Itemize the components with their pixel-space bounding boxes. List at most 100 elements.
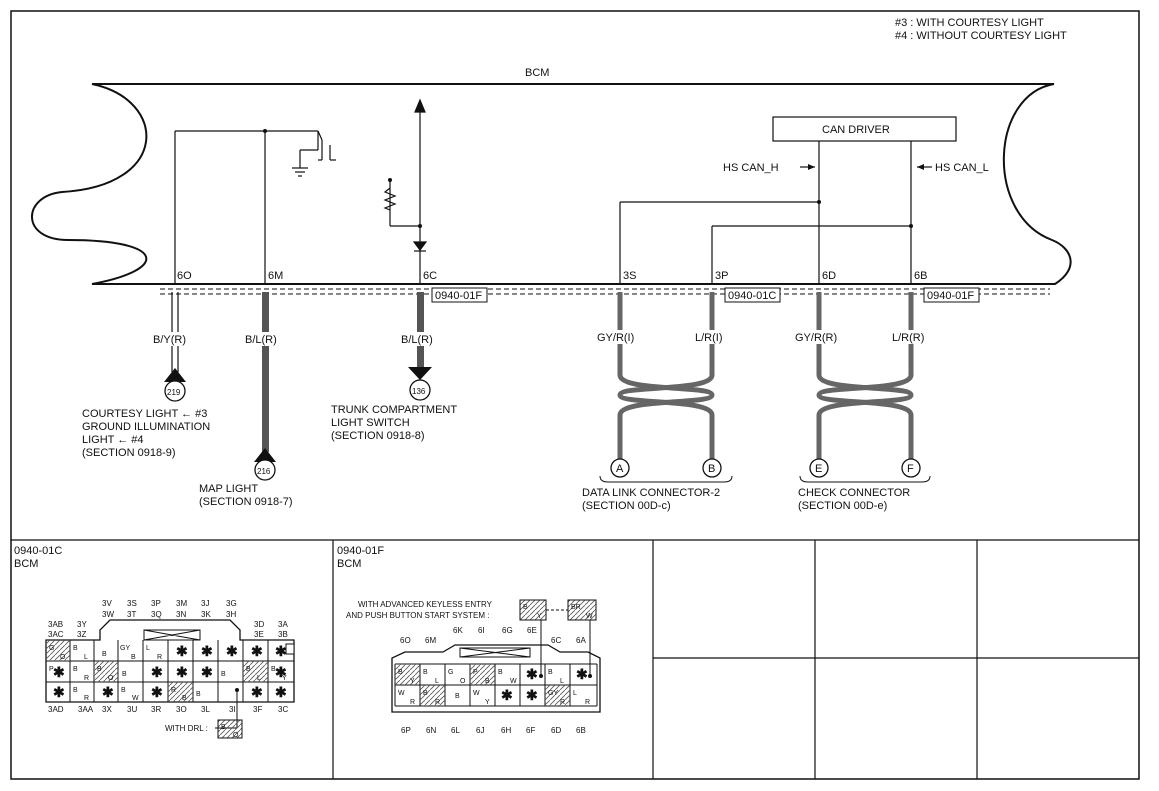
- pin-6m: 6M: [268, 270, 283, 282]
- can-driver-label: CAN DRIVER: [822, 124, 890, 136]
- svg-text:3H: 3H: [226, 610, 236, 619]
- svg-text:L: L: [435, 678, 439, 685]
- svg-text:3Y: 3Y: [77, 620, 87, 629]
- ref-b-circle: [702, 458, 722, 478]
- tag-0940-01f-a: 0940-01F: [435, 290, 482, 302]
- wire-label-w1: B/Y(R): [153, 334, 186, 346]
- svg-text:(SECTION 00D-c): (SECTION 00D-c): [582, 500, 671, 512]
- svg-text:3N: 3N: [176, 610, 186, 619]
- wire-label-w3: B/L(R): [401, 334, 433, 346]
- svg-text:3U: 3U: [127, 705, 137, 714]
- svg-text:B: B: [121, 687, 126, 694]
- svg-text:B: B: [102, 651, 107, 658]
- dest-courtesy: COURTESY LIGHT ← #3 GROUND ILLUMINATION …: [82, 408, 210, 459]
- svg-text:L: L: [84, 654, 88, 661]
- twisted-pair-check: [816, 292, 914, 462]
- wire-label-w2: B/L(R): [245, 334, 277, 346]
- svg-text:CHECK CONNECTOR: CHECK CONNECTOR: [798, 487, 910, 499]
- svg-text:3J: 3J: [201, 599, 209, 608]
- svg-text:B: B: [122, 671, 127, 678]
- svg-text:✱: ✱: [526, 687, 538, 703]
- tag-0940-01f-b: 0940-01F: [927, 290, 974, 302]
- svg-text:B: B: [423, 690, 428, 697]
- can-driver-box: [772, 116, 957, 142]
- svg-text:3E: 3E: [254, 630, 264, 639]
- svg-text:BR: BR: [571, 604, 581, 611]
- svg-text:O: O: [60, 654, 66, 661]
- svg-text:6J: 6J: [476, 726, 484, 735]
- svg-text:3V: 3V: [102, 599, 112, 608]
- svg-text:(SECTION 00D-e): (SECTION 00D-e): [798, 500, 887, 512]
- svg-text:B: B: [221, 724, 226, 731]
- svg-text:6B: 6B: [576, 726, 586, 735]
- wire-6c: [417, 292, 424, 367]
- note-courtesy: #3 : WITH COURTESY LIGHT: [895, 17, 1044, 29]
- ref-136: 136: [412, 387, 426, 396]
- connector-0940-01f-panel: 0940-01F BCM WITH ADVANCED KEYLESS ENTRY…: [337, 545, 601, 735]
- svg-text:3O: 3O: [176, 705, 187, 714]
- ref-216: 216: [257, 467, 271, 476]
- svg-text:Y: Y: [282, 675, 287, 682]
- svg-text:O: O: [108, 675, 114, 682]
- pin-3p: 3P: [715, 270, 728, 282]
- svg-text:GY: GY: [548, 690, 558, 697]
- svg-text:6N: 6N: [426, 726, 436, 735]
- pin-6d: 6D: [822, 270, 836, 282]
- svg-text:3R: 3R: [151, 705, 161, 714]
- svg-text:3D: 3D: [254, 620, 264, 629]
- svg-text:3AA: 3AA: [78, 705, 94, 714]
- transistor-symbol: [292, 130, 336, 177]
- svg-text:G: G: [49, 645, 54, 652]
- outer-frame: [10, 10, 1140, 780]
- svg-text:3W: 3W: [102, 610, 114, 619]
- pin-6c: 6C: [423, 270, 437, 282]
- svg-text:LIGHT SWITCH: LIGHT SWITCH: [331, 417, 410, 429]
- svg-text:R: R: [171, 687, 176, 694]
- svg-text:R: R: [84, 675, 89, 682]
- svg-text:3G: 3G: [226, 599, 237, 608]
- svg-text:6I: 6I: [478, 626, 485, 635]
- svg-text:B: B: [246, 666, 251, 673]
- svg-text:3L: 3L: [201, 705, 210, 714]
- bcm-label: BCM: [525, 67, 549, 79]
- svg-text:3K: 3K: [201, 610, 211, 619]
- svg-text:3B: 3B: [278, 630, 288, 639]
- conn-01c-top-labels: 3V 3S 3P 3M 3J 3G 3W 3T 3Q 3N 3K 3H: [102, 599, 237, 619]
- pin-3s: 3S: [623, 270, 636, 282]
- svg-text:6E: 6E: [527, 626, 537, 635]
- wire-label-w7: L/R(R): [892, 332, 924, 344]
- dest-trunk: TRUNK COMPARTMENT LIGHT SWITCH (SECTION …: [331, 404, 457, 442]
- svg-text:B: B: [485, 678, 490, 685]
- ref-a-circle: [610, 458, 630, 478]
- svg-text:3Z: 3Z: [77, 630, 86, 639]
- svg-text:O: O: [460, 678, 466, 685]
- connector-tags: 0940-01F 0940-01C 0940-01F: [431, 287, 980, 303]
- svg-text:B: B: [131, 654, 136, 661]
- svg-text:✱: ✱: [151, 684, 163, 700]
- conn-01c-name: BCM: [14, 558, 38, 570]
- svg-text:✱: ✱: [275, 643, 287, 659]
- svg-text:W: W: [473, 690, 480, 697]
- svg-text:✱: ✱: [526, 666, 538, 682]
- svg-text:W: W: [132, 695, 139, 702]
- svg-text:3P: 3P: [151, 599, 161, 608]
- svg-text:3C: 3C: [278, 705, 288, 714]
- svg-text:R: R: [410, 699, 415, 706]
- svg-text:R: R: [84, 695, 89, 702]
- svg-text:Y: Y: [410, 678, 415, 685]
- dest-dlc: DATA LINK CONNECTOR-2 (SECTION 00D-c): [582, 487, 720, 512]
- svg-text:P: P: [473, 669, 478, 676]
- svg-text:B: B: [523, 604, 528, 611]
- svg-text:6P: 6P: [401, 726, 411, 735]
- svg-text:Y: Y: [485, 699, 490, 706]
- svg-text:B: B: [182, 695, 187, 702]
- svg-text:✱: ✱: [102, 684, 114, 700]
- svg-text:TRUNK COMPARTMENT: TRUNK COMPARTMENT: [331, 404, 457, 416]
- svg-text:6L: 6L: [451, 726, 460, 735]
- svg-text:L: L: [146, 645, 150, 652]
- svg-text:R: R: [157, 654, 162, 661]
- svg-text:✱: ✱: [275, 684, 287, 700]
- svg-text:✱: ✱: [251, 684, 263, 700]
- svg-text:3T: 3T: [127, 610, 136, 619]
